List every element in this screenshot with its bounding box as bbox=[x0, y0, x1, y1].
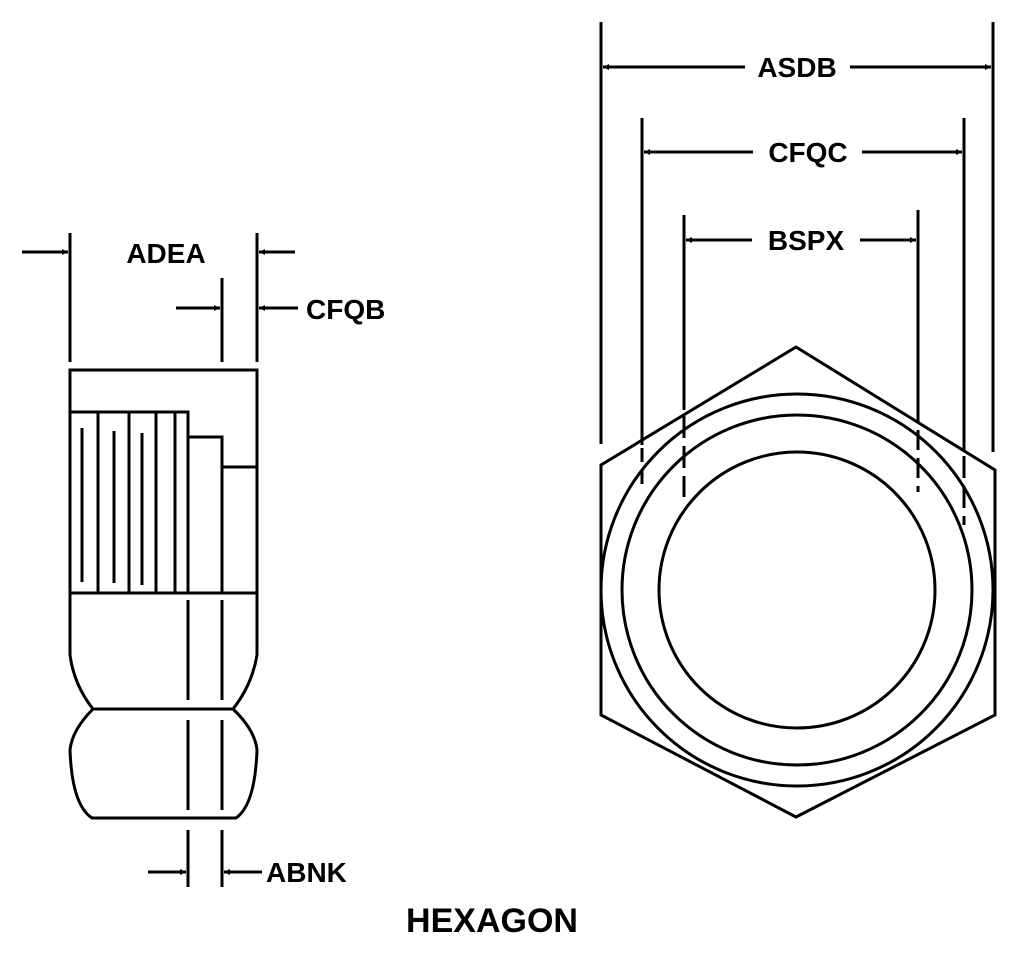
hex-body-lower bbox=[68, 707, 259, 820]
threaded-section bbox=[68, 368, 259, 595]
end-view bbox=[599, 22, 997, 819]
thread-lines bbox=[80, 412, 224, 593]
diagram-title: HEXAGON bbox=[406, 902, 578, 940]
dim-label-abnk: ABNK bbox=[266, 857, 347, 888]
dim-label-cfqb: CFQB bbox=[306, 294, 385, 325]
dim-label-bspx: BSPX bbox=[768, 225, 845, 256]
inner-bore bbox=[657, 450, 937, 730]
hex-body-upper bbox=[68, 593, 259, 711]
center-lines bbox=[186, 600, 224, 887]
outer-circle bbox=[599, 392, 995, 788]
dim-label-cfqc: CFQC bbox=[768, 137, 847, 168]
dim-label-asdb: ASDB bbox=[757, 52, 836, 83]
side-view bbox=[22, 233, 298, 887]
middle-circle bbox=[620, 413, 974, 767]
dim-label-adea: ADEA bbox=[126, 238, 205, 269]
hexagon-outline bbox=[599, 345, 997, 819]
